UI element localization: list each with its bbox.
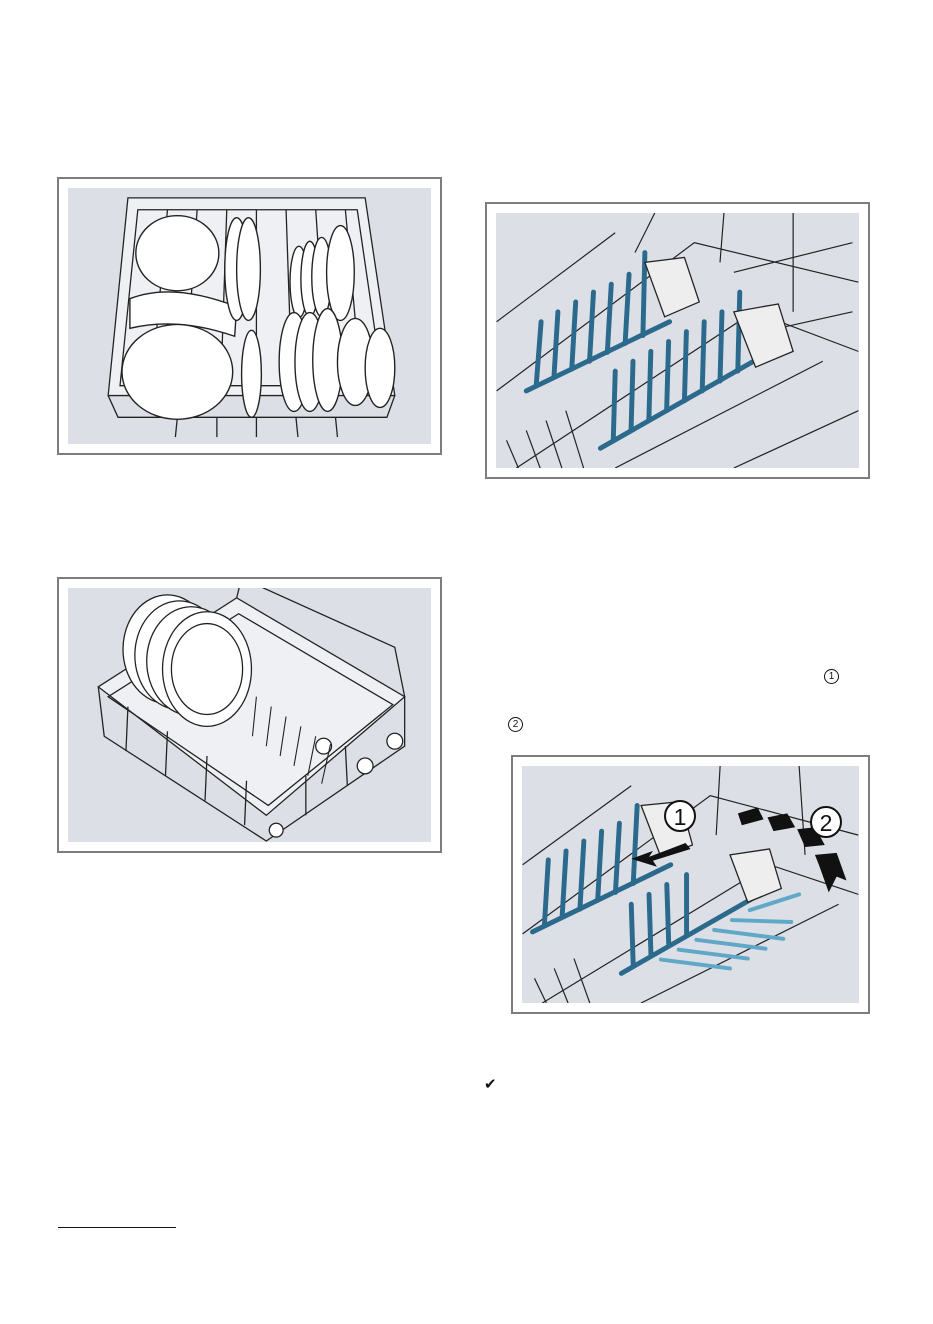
arrow-label-1: 1 (664, 800, 696, 832)
figure-upper-basket-top (57, 177, 442, 455)
step-callout-2: 2 (508, 717, 523, 732)
upper-basket-illustration (68, 188, 431, 444)
figure-panel (496, 213, 859, 468)
figure-lower-basket (57, 577, 442, 853)
arrow-label-2: 2 (810, 806, 842, 838)
figure-folding-steps: 1 2 (511, 755, 870, 1014)
step-callout-1: 1 (824, 669, 839, 684)
folding-steps-illustration (522, 766, 859, 1003)
figure-panel (68, 188, 431, 444)
lower-basket-illustration (68, 588, 431, 842)
footnote-rule (58, 1227, 176, 1228)
figure-folding-tines (485, 202, 870, 479)
figure-panel: 1 2 (522, 766, 859, 1003)
folding-tines-illustration (496, 213, 859, 468)
figure-panel (68, 588, 431, 842)
result-check-icon: ✔ (484, 1077, 497, 1092)
